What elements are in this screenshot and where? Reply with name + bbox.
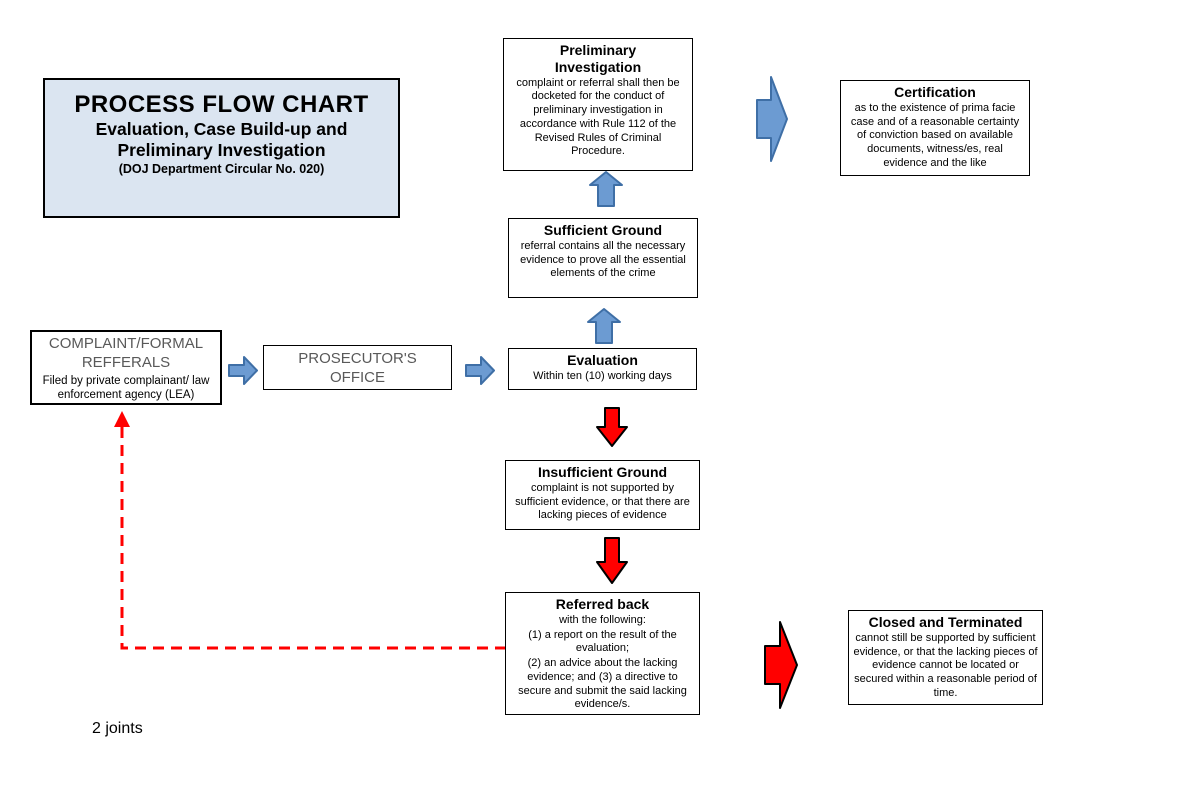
node-title: Referred back: [555, 596, 650, 612]
node-body-line1: with the following:: [559, 613, 646, 626]
node-closed-and-terminated: Closed and Terminated cannot still be su…: [848, 610, 1043, 705]
right-arrow-to-certification: [756, 76, 788, 162]
node-body: Within ten (10) working days: [533, 369, 672, 382]
chart-subtitle-line2: Preliminary Investigation: [117, 139, 326, 160]
node-title: Sufficient Ground: [543, 222, 663, 238]
node-title: Certification: [894, 84, 976, 100]
footnote-joints: 2 joints: [92, 720, 143, 737]
node-body: complaint or referral shall then be dock…: [516, 76, 680, 158]
chart-subtitle-line1: Evaluation, Case Build-up and: [95, 118, 348, 139]
node-insufficient-ground: Insufficient Ground complaint is not sup…: [505, 460, 700, 530]
down-arrow-to-insufficient-ground: [596, 407, 628, 447]
right-arrow-to-closed-terminated: [764, 621, 798, 709]
dashed-feedback-connector: [114, 411, 505, 650]
node-complaint-formal-refferals: COMPLAINT/FORMAL REFFERALS Filed by priv…: [30, 330, 222, 405]
node-certification: Certification as to the existence of pri…: [840, 80, 1030, 176]
node-body: as to the existence of prima facie case …: [850, 101, 1020, 169]
node-body: referral contains all the necessary evid…: [520, 239, 686, 280]
chart-title: PROCESS FLOW CHART: [74, 91, 369, 118]
node-sufficient-ground: Sufficient Ground referral contains all …: [508, 218, 698, 298]
node-evaluation: Evaluation Within ten (10) working days: [508, 348, 697, 390]
node-title: Closed and Terminated: [868, 614, 1023, 630]
node-body: Filed by private complainant/ law enforc…: [42, 374, 210, 401]
chart-circular-ref: (DOJ Department Circular No. 020): [118, 161, 325, 176]
node-title-line1: PROSECUTOR'S: [298, 350, 417, 367]
node-title: Preliminary Investigation: [554, 42, 642, 75]
right-arrow-complaint-to-prosecutor: [228, 356, 258, 385]
node-title-line2: OFFICE: [330, 368, 385, 386]
node-prosecutors-office: PROSECUTOR'S OFFICE: [263, 345, 452, 390]
node-title: Insufficient Ground: [537, 464, 668, 480]
node-referred-back: Referred back with the following: (1) a …: [505, 592, 700, 715]
chart-title-box: PROCESS FLOW CHART Evaluation, Case Buil…: [43, 78, 400, 218]
node-title-line2: REFFERALS: [81, 353, 171, 371]
node-body: complaint is not supported by sufficient…: [515, 481, 690, 522]
right-arrow-prosecutor-to-evaluation: [465, 356, 495, 385]
node-title: Evaluation: [567, 352, 638, 368]
node-body: cannot still be supported by sufficient …: [853, 631, 1038, 699]
up-arrow-to-preliminary-investigation: [589, 171, 623, 207]
node-body-line2: (1) a report on the result of the evalua…: [528, 628, 677, 655]
dashed-connector-arrowhead: [114, 411, 130, 427]
node-title-line1: COMPLAINT/FORMAL: [48, 335, 204, 352]
up-arrow-to-sufficient-ground: [587, 308, 621, 344]
node-preliminary-investigation: Preliminary Investigation complaint or r…: [503, 38, 693, 171]
node-body-line3: (2) an advice about the lacking evidence…: [518, 657, 687, 711]
down-arrow-to-referred-back: [596, 537, 628, 584]
